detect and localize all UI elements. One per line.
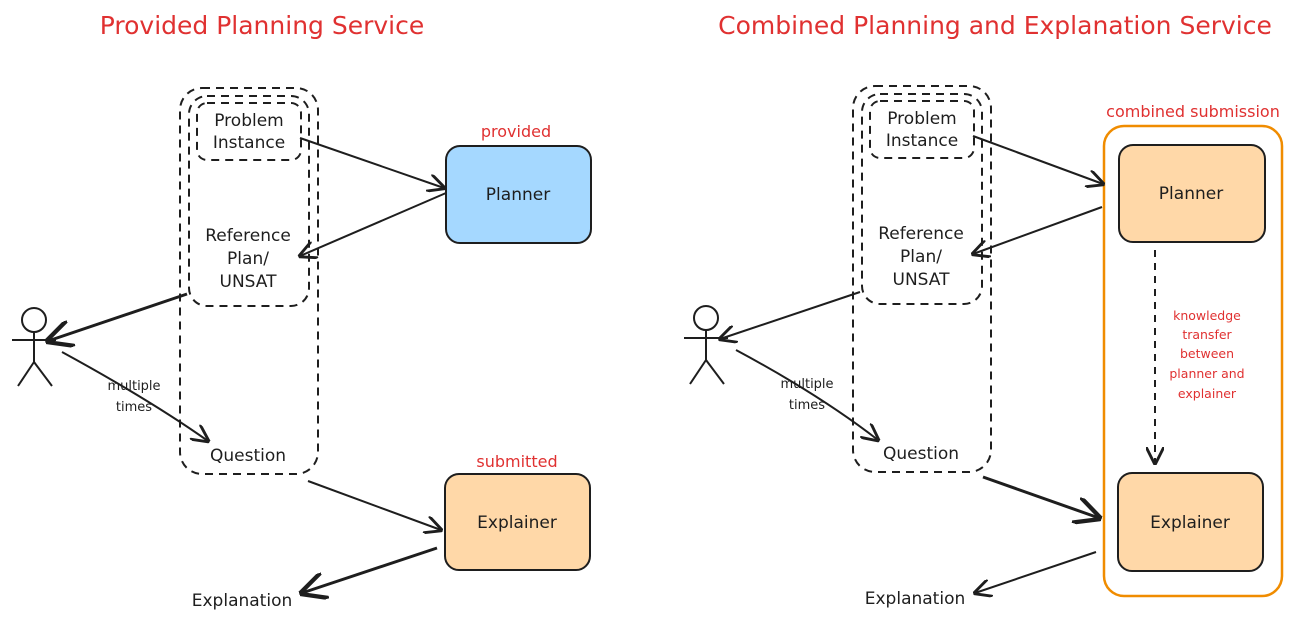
right-arrow-reference-to-user xyxy=(720,291,861,339)
left-arrow-reference-to-user xyxy=(48,292,188,341)
left-user-figure xyxy=(12,307,56,387)
left-planner-box xyxy=(445,145,592,244)
left-question-label: Question xyxy=(210,446,286,466)
left-inner-dashed-container xyxy=(188,95,310,307)
right-explainer-label: Explainer xyxy=(1150,513,1230,533)
right-problem-instance-box xyxy=(869,100,975,159)
right-arrow-instance-to-planner xyxy=(972,135,1103,184)
left-explainer-label: Explainer xyxy=(477,513,557,533)
left-times-label: times xyxy=(116,400,152,415)
knowledge-line-4: planner and xyxy=(1169,366,1244,381)
right-problem-label: Problem xyxy=(887,109,957,129)
left-instance-label: Instance xyxy=(213,133,285,153)
left-unsat-label: UNSAT xyxy=(220,272,278,292)
left-planner-tag: provided xyxy=(481,122,551,141)
right-user-figure xyxy=(684,305,728,385)
left-explainer-tag: submitted xyxy=(476,452,557,471)
right-outer-dashed-container xyxy=(852,85,992,473)
left-plan-label: Plan/ xyxy=(227,249,269,269)
right-arrow-user-to-question xyxy=(735,349,878,440)
right-plan-label: Plan/ xyxy=(900,247,942,267)
right-reference-label: Reference xyxy=(878,224,964,244)
left-explanation-label: Explanation xyxy=(192,591,293,611)
right-group-tag: combined submission xyxy=(1106,102,1280,121)
knowledge-line-5: explainer xyxy=(1178,386,1237,401)
right-title: Combined Planning and Explanation Servic… xyxy=(718,11,1272,40)
knowledge-line-2: transfer xyxy=(1182,327,1232,342)
right-arrow-question-to-explainer xyxy=(982,475,1099,518)
right-arrow-explainer-to-explanation xyxy=(975,551,1097,593)
right-planner-label: Planner xyxy=(1159,184,1223,204)
left-arrow-planner-to-reference xyxy=(300,192,447,256)
knowledge-line-1: knowledge xyxy=(1173,308,1241,323)
right-inner-dashed-container xyxy=(861,93,983,305)
right-explainer-box xyxy=(1117,472,1264,572)
left-planner-label: Planner xyxy=(486,185,550,205)
right-unsat-label: UNSAT xyxy=(893,270,951,290)
left-arrow-explainer-to-explanation xyxy=(302,546,438,593)
left-title: Provided Planning Service xyxy=(100,11,425,40)
right-arrow-planner-to-reference xyxy=(973,206,1103,254)
left-arrow-instance-to-planner xyxy=(299,137,444,188)
left-outer-dashed-container xyxy=(179,87,319,475)
right-planner-box xyxy=(1118,144,1266,243)
right-times-label: times xyxy=(789,398,825,413)
right-question-label: Question xyxy=(883,444,959,464)
left-problem-label: Problem xyxy=(214,111,284,131)
left-arrow-question-to-explainer xyxy=(307,480,441,530)
left-reference-label: Reference xyxy=(205,226,291,246)
right-explanation-label: Explanation xyxy=(865,589,966,609)
left-arrow-user-to-question xyxy=(61,351,208,441)
right-instance-label: Instance xyxy=(886,131,958,151)
combined-submission-group xyxy=(1102,124,1284,598)
knowledge-line-3: between xyxy=(1180,346,1234,361)
left-problem-instance-box xyxy=(196,102,302,161)
left-multiple-label: multiple xyxy=(107,379,160,394)
right-multiple-label: multiple xyxy=(780,377,833,392)
